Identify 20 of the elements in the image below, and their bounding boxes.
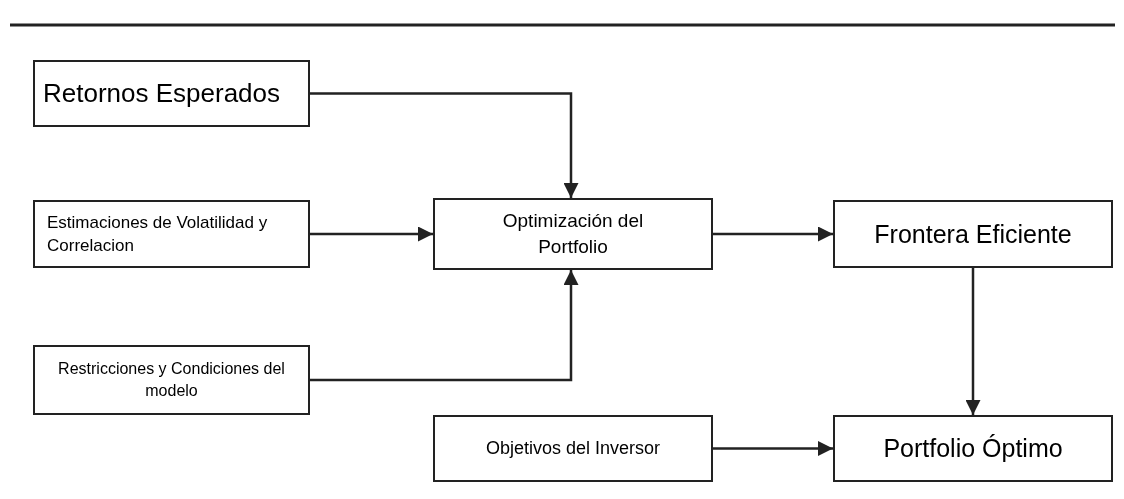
box-label: Frontera Eficiente (874, 218, 1072, 250)
process-box (433, 198, 713, 270)
arrow (310, 226, 433, 242)
process-box (33, 200, 310, 268)
box-label: Portfolio Óptimo (883, 433, 1063, 465)
box-label: Estimaciones de Volatilidad y Correlacion (47, 211, 269, 257)
process-box (833, 200, 1113, 268)
arrow (713, 441, 833, 456)
arrow (310, 92, 579, 198)
process-box (33, 345, 310, 415)
arrow (713, 226, 833, 242)
process-box (833, 415, 1113, 482)
process-box (33, 60, 310, 127)
arrow (965, 268, 981, 415)
arrow (310, 270, 579, 382)
process-box (433, 415, 713, 482)
box-label: Objetivos del Inversor (485, 437, 661, 461)
box-label: Retornos Esperados (43, 76, 281, 110)
box-label: Optimización del Portfolio (501, 208, 645, 259)
box-label: Restricciones y Condiciones del modelo (57, 359, 286, 401)
